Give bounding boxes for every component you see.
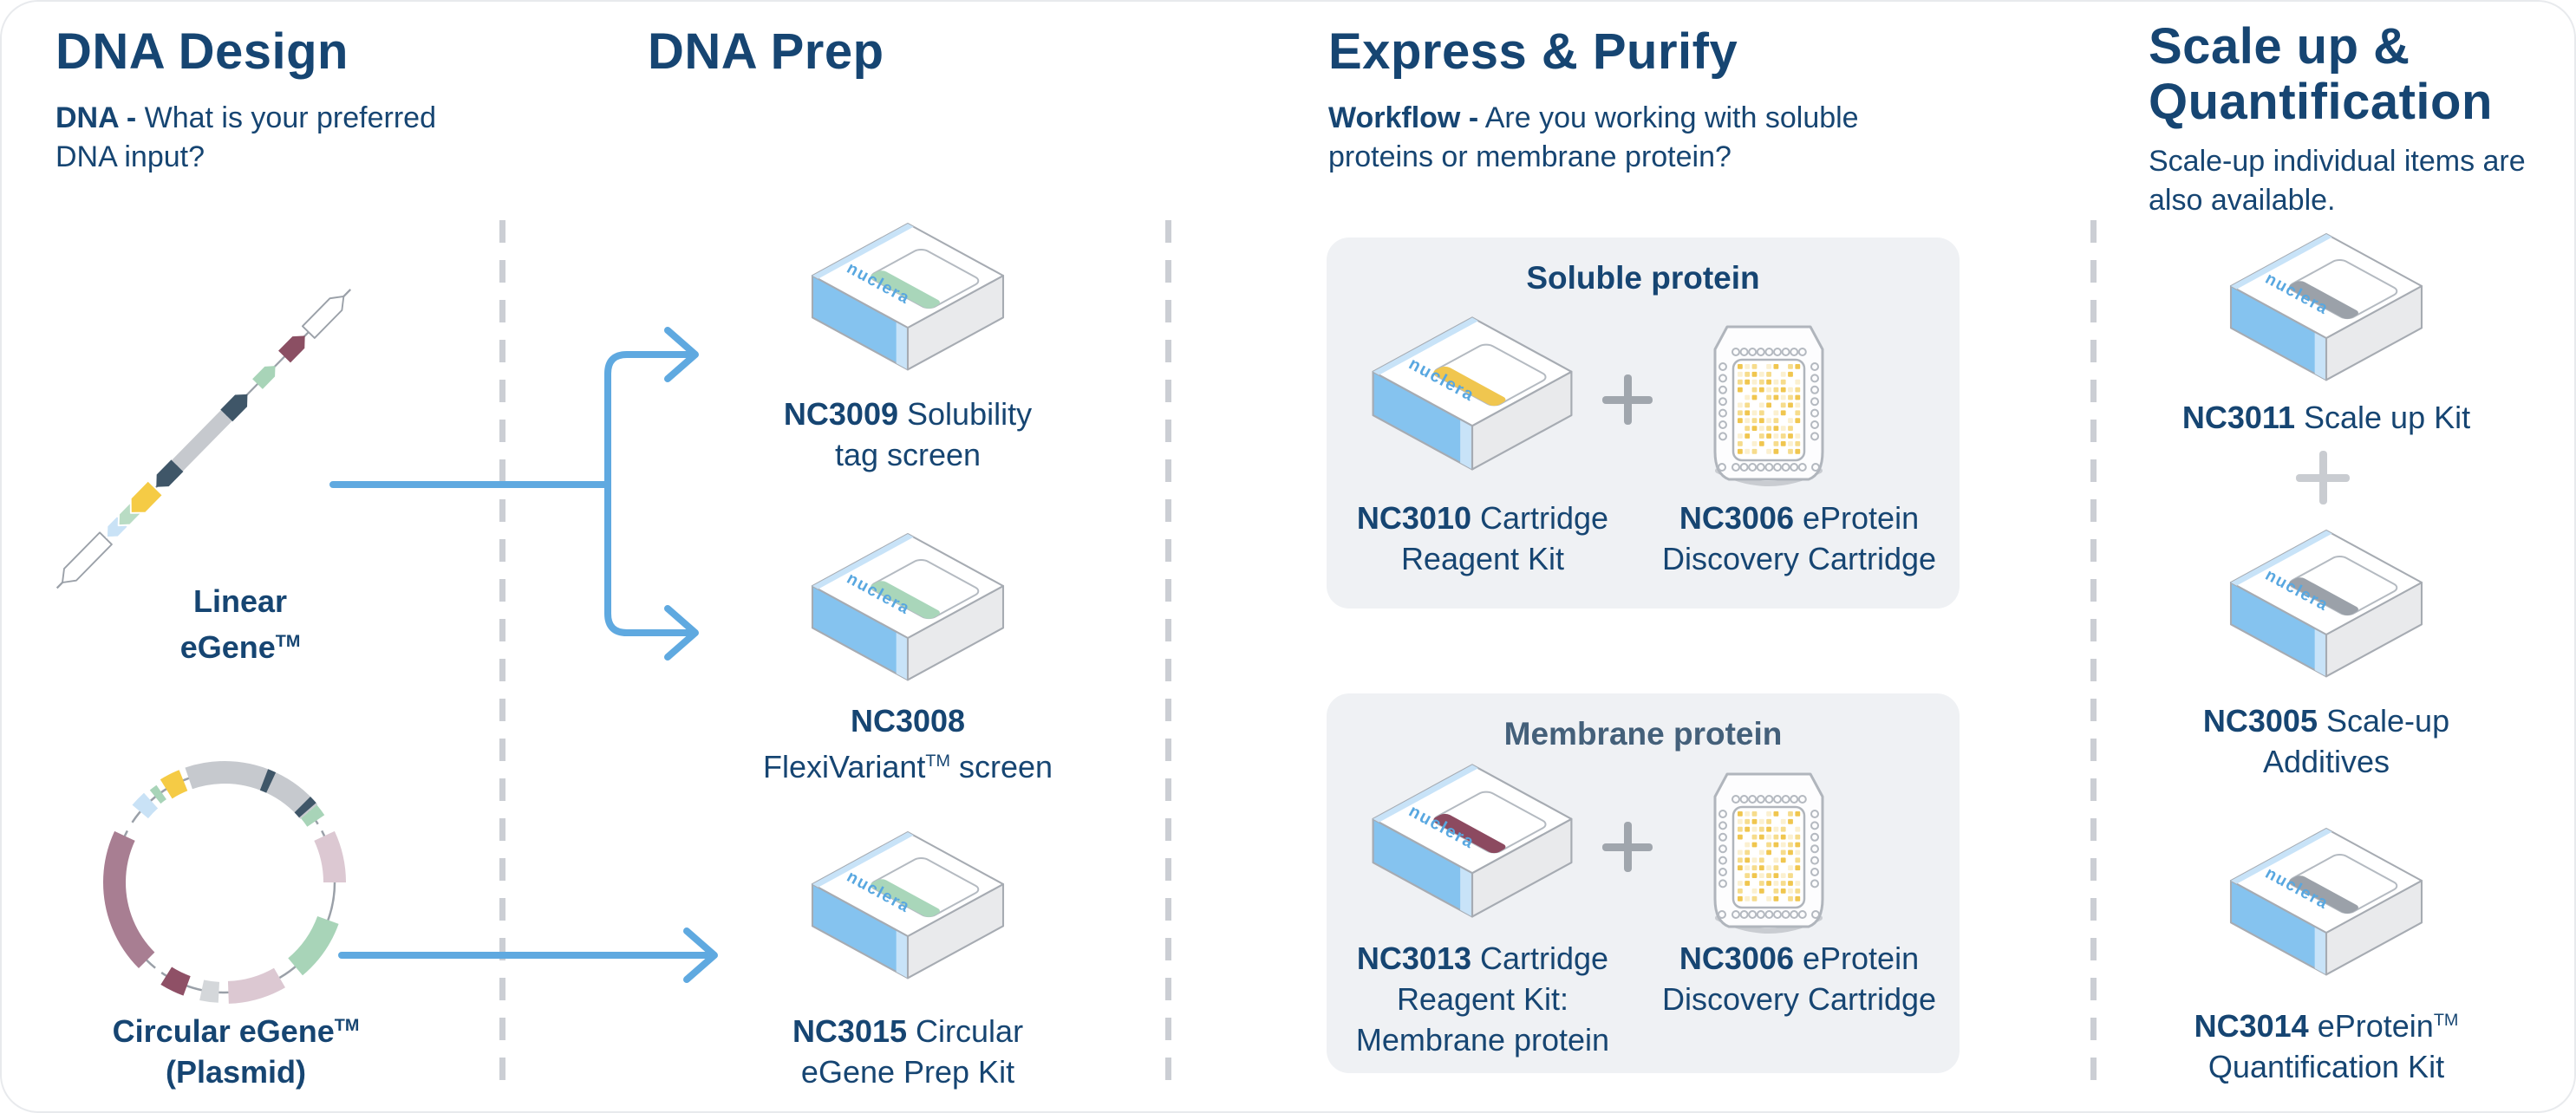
- box-label-stripe: [2289, 281, 2358, 319]
- tm-superscript: TM: [334, 1016, 360, 1035]
- box-side-blue-highlight: [1460, 866, 1472, 917]
- kit-box-illustration: nuclera: [2218, 225, 2435, 388]
- dna-segment-dark: [156, 459, 184, 487]
- kit-box-nc3015: nuclera: [799, 823, 1016, 986]
- plasmid-segment-mauve: [103, 761, 346, 1004]
- cartridge-well-grid: [1738, 811, 1801, 901]
- card-title-membrane: Membrane protein: [1503, 716, 1783, 752]
- column-title-scale-up: Scale up & Quantification: [2149, 18, 2493, 130]
- kit-label-nc3008: NC3008 FlexiVariantTM screen: [762, 703, 1053, 784]
- cartridge-well-grid: [1738, 364, 1801, 454]
- plasmid-segment-gray-long: [103, 761, 346, 1004]
- box-top-sliver: [1373, 765, 1478, 823]
- dna-segment-yellow: [129, 479, 164, 514]
- column-divider: [1165, 220, 1171, 1087]
- kit-label-nc3006: NC3006 eProtein Discovery Cartridge: [1661, 500, 1937, 576]
- dna-segment-green: [252, 366, 276, 389]
- kit-box-illustration: nuclera: [799, 525, 1016, 688]
- kit-label-nc3014: NC3014 eProteinTM Quantification Kit: [2194, 1008, 2459, 1084]
- kit-box-illustration: nuclera: [1360, 756, 1585, 925]
- cartridge-nc3006: [1695, 320, 1842, 493]
- cartridge-ports: [1718, 795, 1820, 919]
- box-label-stripe: [2289, 577, 2358, 615]
- cartridge-nc3006: [1695, 767, 1842, 941]
- box-side-blue-highlight: [896, 631, 908, 680]
- box-top-sliver: [812, 832, 914, 888]
- box-label-stripe: [871, 581, 940, 619]
- kit-box-illustration: nuclera: [1360, 309, 1585, 478]
- kit-box-nc3008: nuclera: [799, 525, 1016, 688]
- kit-label-nc3005: NC3005 Scale-up Additives: [2202, 703, 2450, 779]
- dna-design-question: DNA - What is your preferred DNA input?: [55, 101, 436, 173]
- linear-egene-label: Linear eGeneTM: [179, 583, 301, 665]
- dna-segment-gray: [172, 410, 232, 472]
- column-title-dna-prep: DNA Prep: [648, 23, 884, 80]
- kit-label-nc3010: NC3010 Cartridge Reagent Kit: [1356, 500, 1609, 576]
- box-side-blue-highlight: [2314, 628, 2326, 677]
- kit-box-nc3009: nuclera: [799, 215, 1016, 378]
- kit-box-illustration: nuclera: [799, 823, 1016, 986]
- box-side-blue-highlight: [896, 321, 908, 370]
- arrowhead: [664, 605, 699, 661]
- box-label-stripe: [871, 270, 940, 309]
- box-side-blue-highlight: [1460, 419, 1472, 470]
- tm-superscript: TM: [2433, 1011, 2459, 1030]
- kit-label-nc3006: NC3006 eProtein Discovery Cartridge: [1661, 941, 1937, 1017]
- arrowhead: [683, 928, 718, 983]
- express-purify-question: Workflow - Are you working with soluble …: [1328, 101, 1859, 173]
- dna-segment-dark: [220, 394, 248, 422]
- cartridge-ports: [1718, 348, 1820, 472]
- box-side-blue-highlight: [2314, 331, 2326, 381]
- soluble-protein-card: Soluble protein nuclera NC3010 Cartridge…: [1327, 238, 1960, 609]
- kit-box-nc3014: nuclera: [2218, 820, 2435, 983]
- eprotein-cartridge-illustration: [1713, 772, 1824, 934]
- kit-box-illustration: nuclera: [2218, 820, 2435, 983]
- membrane-protein-card: Membrane protein nuclera NC3013 Cartridg…: [1327, 693, 1960, 1073]
- column-title-express-purify: Express & Purify: [1328, 23, 1738, 80]
- cartridge-window: [1731, 805, 1806, 909]
- cartridge-window: [1731, 358, 1806, 462]
- kit-box-illustration: nuclera: [2218, 522, 2435, 685]
- kit-box-nc3010: nuclera: [1360, 309, 1585, 478]
- kit-box-nc3005: nuclera: [2218, 522, 2435, 685]
- linear-branch-arrow: [329, 351, 690, 636]
- dna-segment-white-tail: [62, 531, 113, 583]
- dna-segment-maroon: [278, 335, 305, 363]
- kit-label-nc3011: NC3011 Scale up Kit: [2181, 400, 2471, 435]
- arrowhead: [664, 327, 699, 382]
- box-top-sliver: [2231, 530, 2332, 586]
- column-divider: [2090, 220, 2097, 1087]
- box-label-stripe: [871, 879, 940, 917]
- column-title-dna-design: DNA Design: [55, 23, 349, 80]
- column-divider: [499, 220, 505, 1087]
- kit-box-nc3013: nuclera: [1360, 756, 1585, 925]
- dna-segment-white-head: [301, 296, 345, 339]
- plus-icon: [1602, 822, 1653, 872]
- linear-egene-illustration: [55, 277, 368, 596]
- box-label-stripe: [1433, 366, 1506, 407]
- eprotein-cartridge-illustration: [1713, 325, 1824, 486]
- box-top-sliver: [1373, 317, 1478, 375]
- kit-label-nc3015: NC3015 Circular eGene Prep Kit: [792, 1013, 1024, 1090]
- box-top-sliver: [812, 534, 914, 589]
- circular-egene-label: Circular eGeneTM (Plasmid): [112, 1013, 360, 1090]
- scale-up-subtitle: Scale-up individual items are also avail…: [2149, 145, 2526, 217]
- box-top-sliver: [812, 224, 914, 279]
- tm-superscript: TM: [925, 752, 950, 771]
- kit-label-nc3009: NC3009 Solubility tag screen: [783, 396, 1033, 472]
- circular-egene-illustration: [94, 754, 355, 1016]
- box-top-sliver: [2231, 234, 2332, 290]
- card-title-soluble: Soluble protein: [1526, 260, 1760, 296]
- box-label-stripe: [2289, 875, 2358, 914]
- box-side-blue-highlight: [2314, 926, 2326, 975]
- tm-superscript: TM: [275, 632, 301, 651]
- box-top-sliver: [2231, 829, 2332, 884]
- box-label-stripe: [1433, 813, 1506, 854]
- plus-icon: [2296, 451, 2350, 504]
- box-side-blue-highlight: [896, 929, 908, 979]
- kit-label-nc3013: NC3013 Cartridge Reagent Kit: Membrane p…: [1355, 941, 1610, 1058]
- kit-box-nc3011: nuclera: [2218, 225, 2435, 388]
- kit-box-illustration: nuclera: [799, 215, 1016, 378]
- plus-icon: [1602, 374, 1653, 425]
